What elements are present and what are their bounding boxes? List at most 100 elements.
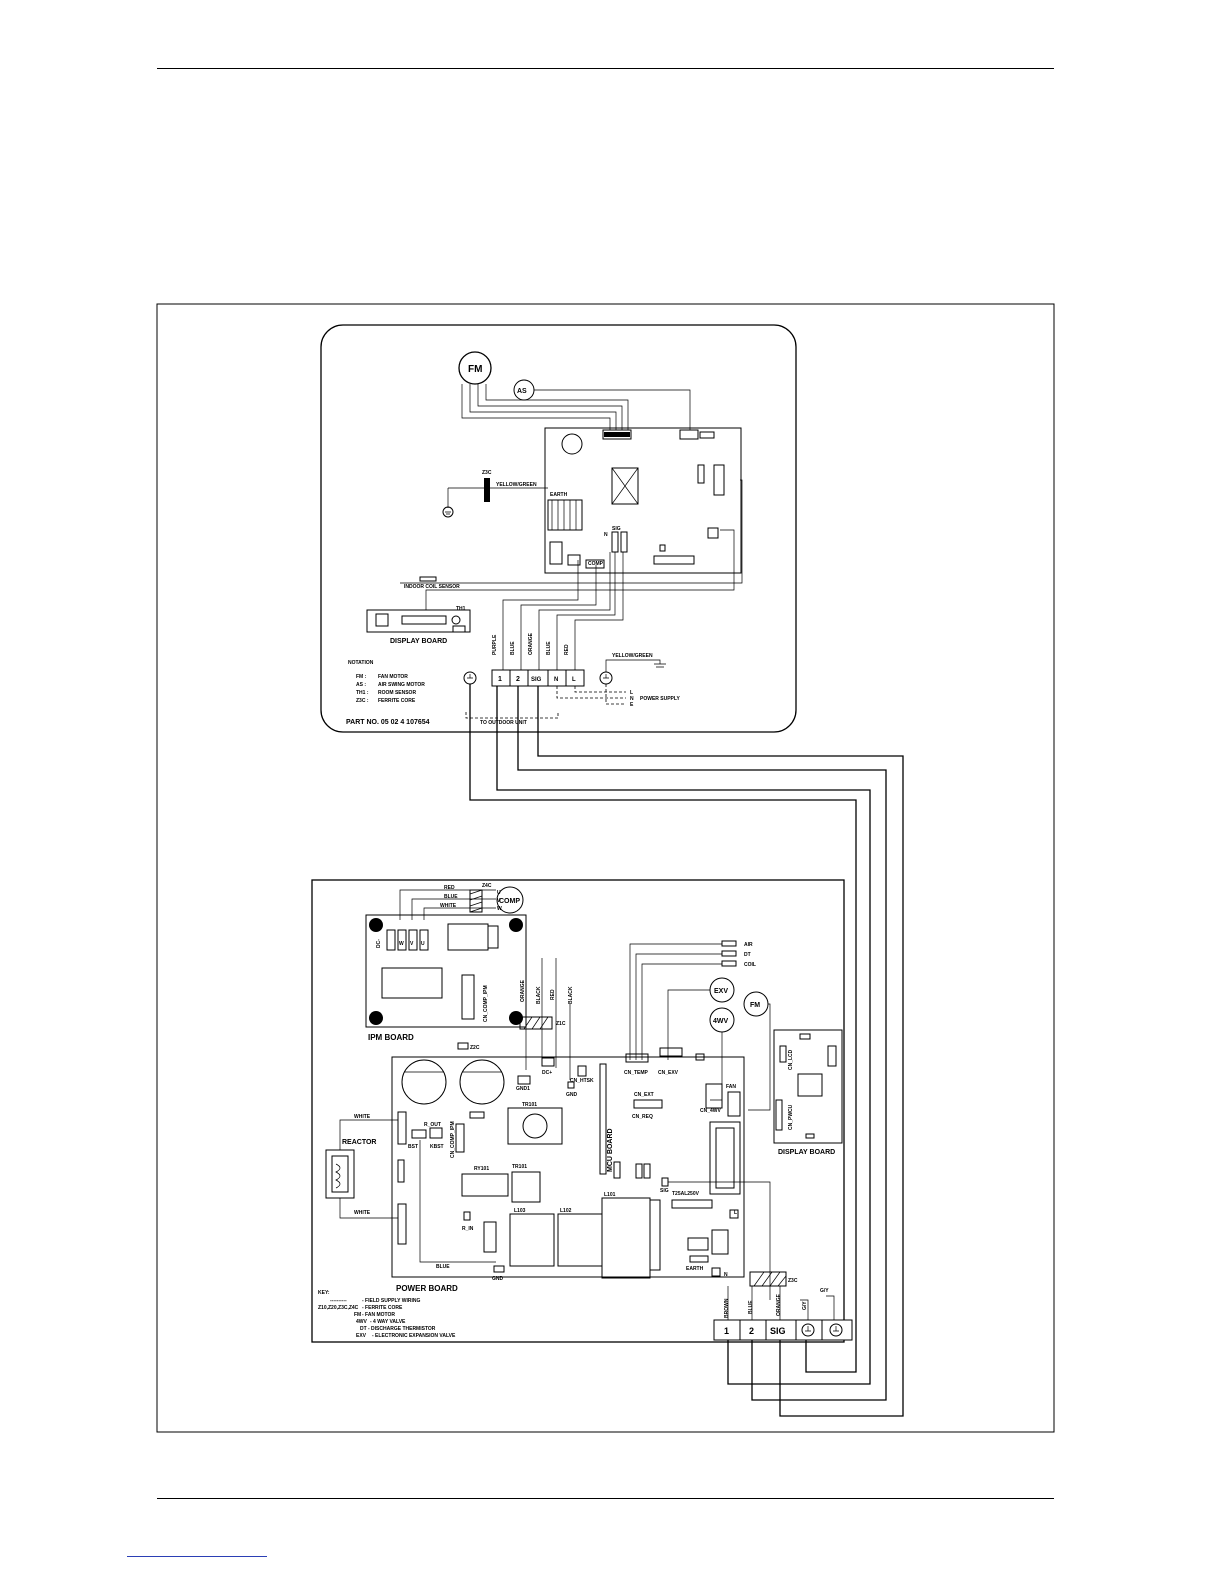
r-in-label: R_IN [462,1226,474,1232]
fan-motor-label: FM [468,364,482,375]
outdoor-term-1: 1 [724,1326,729,1336]
outdoor-terminal-strip: 1 2 SIG [713,1319,853,1341]
n-pin-label: N [724,1272,728,1278]
wire-gy-label: G/Y [802,1301,808,1310]
wire-black2-label: BLACK [568,986,574,1004]
wire-blue-label: BLUE [748,1300,754,1314]
wire-orange-label: ORANGE [520,979,526,1002]
outdoor-term-sig: SIG [770,1326,786,1336]
l-pin-label: L [734,1210,737,1216]
dc-plus-label: DC+ [542,1070,552,1076]
interconnect-cables [469,684,904,1417]
coil-label: COIL [744,962,756,968]
ferrite-z1c [519,1016,553,1030]
wire-gy2-label: G/Y [820,1288,829,1294]
white-label: WHITE [440,903,457,909]
wire-red-label: RED [564,644,570,655]
notation-code: FM : [356,674,367,680]
key-desc: - FAN MOTOR [362,1312,395,1318]
notation-desc: FERRITE CORE [378,698,416,704]
outdoor-earth-terminal [829,1323,843,1337]
blue-label: BLUE [444,894,458,900]
z3c-label: Z3C [482,470,492,476]
ps-e: E [630,702,634,708]
cn-comp-ipm-label: CN_COMP_IPM [483,985,489,1022]
coil-sensor-label: INDOOR COIL SENSOR [404,584,460,590]
yellow-green-label: YELLOW/GREEN [496,482,537,488]
indoor-unit-outline [320,324,797,733]
earth-icon [442,506,454,518]
cn-temp-label: CN_TEMP [624,1070,649,1076]
cn-4wv-label: CN_4WV [700,1108,722,1114]
bst-label: BST [408,1144,418,1150]
l102-label: L102 [560,1208,572,1214]
notation-code: TH1 : [356,690,369,696]
gnd1-label: GND1 [516,1086,530,1092]
power-supply-label: POWER SUPPLY [640,696,680,702]
indoor-main-board [544,427,742,574]
cn-req-label: CN_REQ [632,1114,653,1120]
key-code: Z10,Z20,Z3C,Z4C [318,1305,359,1311]
ps-l: L [630,690,633,696]
wire-red2-label: RED [550,989,556,1000]
indoor-term-n: N [554,677,558,683]
ferrite-z3c [749,1271,787,1287]
wire-blue2-label: BLUE [546,641,552,655]
dt-label: DT [744,952,751,958]
r-out-label: R_OUT [424,1122,441,1128]
l101-label: L101 [604,1192,616,1198]
wire-orange-label: ORANGE [528,632,534,655]
fan-motor-icon [458,351,492,385]
key-code: 4WV [356,1319,368,1325]
l103-label: L103 [514,1208,526,1214]
board-comp-label: COMP [588,561,604,567]
notation-code: Z3C : [356,698,369,704]
key-code: FM [354,1312,361,1318]
outdoor-fm-label: FM [750,1002,760,1009]
outdoor-z3c-label: Z3C [788,1278,798,1284]
key-code: DT [360,1326,367,1332]
mcu-board-label: MCU BOARD [607,1128,614,1172]
power-board-label: POWER BOARD [396,1284,458,1293]
key-desc: - FERRITE CORE [362,1305,403,1311]
yellow-green2-label: YELLOW/GREEN [612,653,653,659]
key-list: ---------- - FIELD SUPPLY WIRING Z10,Z20… [318,1298,456,1339]
key-desc: - DISCHARGE THERMISTOR [368,1326,436,1332]
reactor-label: REACTOR [342,1139,376,1146]
key-desc: - ELECTRONIC EXPANSION VALVE [372,1333,456,1339]
header-rule [157,68,1054,69]
diagram-frame [156,303,1055,1433]
footnote-separator [127,1556,267,1557]
indoor-unit: FM AS COMP SIG N [320,324,797,733]
to-outdoor-label: TO OUTDOOR UNIT [480,720,527,726]
indoor-term-sig: SIG [531,677,542,683]
ry101-label: RY101 [474,1166,489,1172]
red-label: RED [444,885,455,891]
key-code: EXV [356,1333,367,1339]
board-sig-label: SIG [612,526,621,532]
wire-black-label: BLACK [536,986,542,1004]
kbst-label: KBST [430,1144,444,1150]
earth-label: EARTH [550,492,568,498]
cn-ext-label: CN_EXT [634,1092,654,1098]
exv-label: EXV [714,988,728,995]
indoor-display-board [366,609,471,633]
ipm-dc-minus: DC- [376,939,382,948]
gnd-label: GND [566,1092,578,1098]
4wv-label: 4WV [713,1018,729,1025]
outdoor-term-2: 2 [749,1326,754,1336]
outdoor-display-board [773,1029,843,1144]
indoor-terminal-strip: 1 2 SIG N L [491,669,585,687]
z4c-label: Z4C [482,883,492,889]
th1-label: TH1 [456,606,466,612]
air-swing-label: AS [517,388,527,395]
outdoor-earth-terminal [801,1323,815,1337]
fan-label: FAN [726,1084,736,1090]
ps-n: N [630,696,634,702]
cn-htsk-label: CN_HTSK [570,1078,594,1084]
tr101b-label: TR101 [512,1164,527,1170]
gnd2-label: GND [492,1276,504,1282]
cn-exv-label: CN_EXV [658,1070,679,1076]
notation-code: AS : [356,682,366,688]
